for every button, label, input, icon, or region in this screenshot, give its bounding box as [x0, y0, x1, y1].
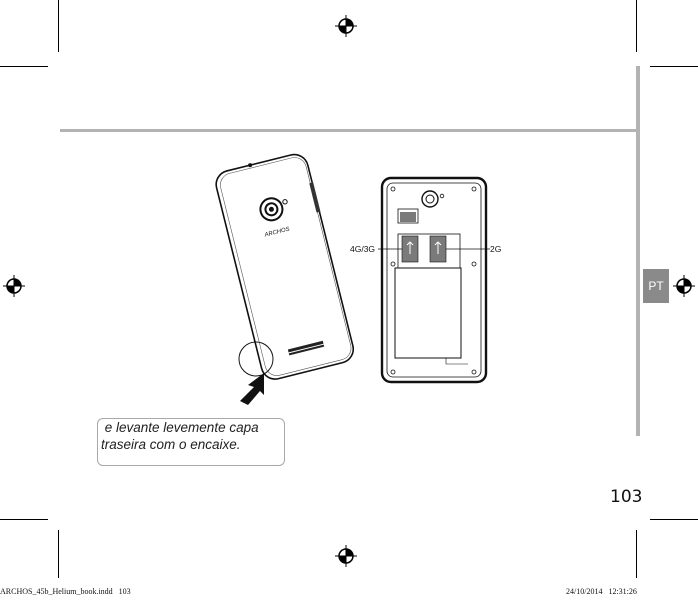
- page-number: 103: [610, 487, 643, 507]
- phone-back-illustration: ARCHOS: [215, 153, 354, 380]
- registration-mark-icon-right: [673, 275, 695, 297]
- footer-timestamp: 24/10/2014 12:31:26: [566, 587, 637, 596]
- crop-mark-top-left-h: [0, 66, 48, 67]
- registration-mark-icon-top: [335, 15, 357, 37]
- crop-mark-top-right-v: [636, 0, 637, 52]
- section-rule: [60, 129, 639, 132]
- notch-highlight: [238, 341, 274, 377]
- crop-mark-bottom-right-h: [650, 519, 698, 520]
- sim-slot-label-4g3g: 4G/3G: [350, 244, 376, 254]
- crop-mark-top-left-v: [58, 0, 59, 52]
- registration-mark-icon-bottom: [335, 545, 357, 567]
- language-tab-label: PT: [648, 279, 664, 293]
- caption-line-2: traseira com o encaixe.: [101, 437, 241, 452]
- crop-mark-top-right-h: [650, 66, 698, 67]
- registration-mark-icon-left: [3, 275, 25, 297]
- crop-mark-bottom-left-h: [0, 519, 48, 520]
- caption-box: [97, 418, 285, 466]
- caption-line-1: e levante levemente capa: [101, 420, 259, 435]
- footer-file-info: ARCHOS_45b_Helium_book.indd 103: [0, 587, 131, 596]
- phone-open-illustration: [378, 176, 490, 384]
- side-margin-bar: [636, 66, 640, 436]
- language-tab: PT: [643, 269, 669, 303]
- crop-mark-bottom-right-v: [636, 530, 637, 578]
- crop-mark-bottom-left-v: [58, 530, 59, 578]
- sim-slot-label-2g: 2G: [490, 244, 502, 254]
- caption: e levante levemente capa traseira com o …: [101, 419, 291, 453]
- up-arrow-icon: [240, 373, 264, 405]
